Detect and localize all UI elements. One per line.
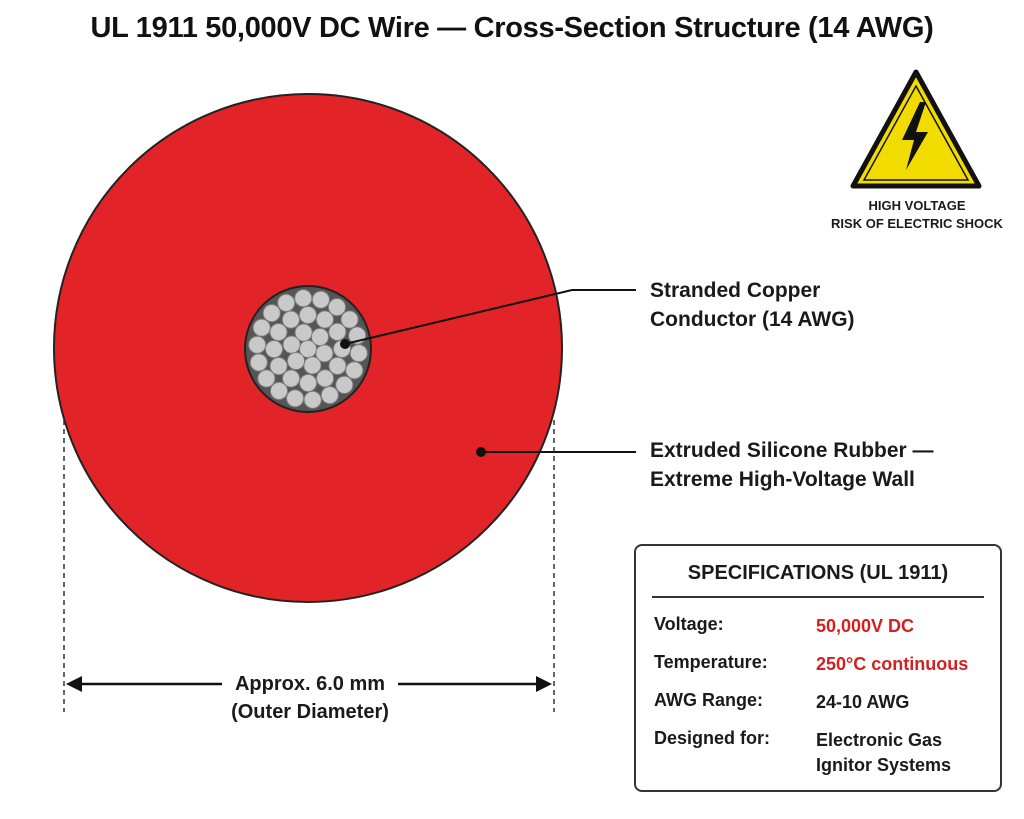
conductor-label-line-1: Stranded Copper — [650, 279, 821, 302]
copper-strand — [269, 357, 288, 376]
spec-value-line-2: Ignitor Systems — [816, 755, 952, 775]
copper-strand — [299, 373, 318, 393]
spec-value: 24-10 AWG — [816, 692, 910, 712]
copper-strand — [349, 344, 368, 363]
conductor-label: Stranded Copper Conductor (14 AWG) — [650, 276, 855, 334]
diameter-label-line-2: (Outer Diameter) — [231, 701, 389, 723]
copper-strand — [294, 323, 313, 342]
copper-strand — [315, 310, 334, 329]
spec-value-line-1: Electronic Gas — [816, 730, 943, 750]
copper-strand — [298, 305, 317, 325]
spec-key: Voltage: — [654, 614, 724, 634]
copper-strand — [311, 290, 330, 309]
copper-strand — [327, 298, 347, 317]
page-title: UL 1911 50,000V DC Wire — Cross-Section … — [90, 12, 934, 44]
copper-strand — [328, 356, 347, 375]
diameter-label-line-1: Approx. 6.0 mm — [234, 673, 386, 695]
copper-strand — [303, 356, 322, 375]
copper-strand — [335, 375, 354, 394]
copper-strand — [252, 318, 271, 337]
copper-strand — [248, 335, 267, 354]
copper-strand — [277, 293, 296, 312]
specifications-panel: SPECIFICATIONS (UL 1911) Voltage: 50,000… — [634, 544, 1002, 792]
spec-value: 250°C continuous — [816, 654, 969, 674]
insulation-label-line-1: Extruded Silicone Rubber — — [650, 439, 934, 462]
copper-strand — [282, 335, 301, 354]
copper-strand — [269, 323, 288, 342]
spec-key: Designed for: — [654, 728, 771, 748]
lightning-bolt-icon — [902, 102, 928, 170]
copper-strand — [264, 340, 284, 359]
copper-strand — [282, 369, 301, 388]
conductor-label-line-2: Conductor (14 AWG) — [650, 308, 855, 331]
copper-strand — [262, 304, 281, 323]
insulation-label-line-2: Extreme High-Voltage Wall — [650, 468, 915, 491]
copper-strand — [249, 353, 268, 372]
copper-strand — [286, 389, 305, 408]
copper-strand — [269, 381, 289, 400]
spec-key: AWG Range: — [654, 690, 764, 710]
conductor-strands — [248, 289, 368, 409]
copper-strand — [320, 386, 339, 405]
spec-value: 50,000V DC — [816, 616, 915, 636]
spec-value: Electronic Gas Ignitor Systems — [816, 728, 951, 778]
insulation-leader-dot — [476, 447, 486, 457]
copper-strand — [294, 289, 313, 308]
insulation-label: Extruded Silicone Rubber — Extreme High-… — [650, 436, 934, 494]
copper-strand — [345, 361, 364, 380]
conductor-leader-dot — [340, 339, 350, 349]
copper-strand — [257, 369, 276, 388]
spec-key: Temperature: — [654, 652, 768, 672]
conductor-leader-line — [344, 289, 636, 345]
warning-line-2: RISK OF ELECTRIC SHOCK — [831, 216, 1003, 231]
copper-strand — [303, 390, 322, 409]
warning-label: HIGH VOLTAGE RISK OF ELECTRIC SHOCK — [820, 197, 1014, 233]
diameter-label: Approx. 6.0 mm (Outer Diameter) — [210, 670, 410, 726]
copper-strand — [310, 327, 330, 347]
copper-strand — [340, 310, 359, 329]
arrowhead-left-icon — [66, 676, 82, 692]
high-voltage-warning-icon — [850, 69, 982, 189]
copper-strand — [316, 369, 335, 388]
copper-strand — [328, 322, 347, 341]
arrowhead-right-icon — [536, 676, 552, 692]
specifications-title: SPECIFICATIONS (UL 1911) — [687, 562, 949, 584]
copper-strand — [281, 310, 300, 329]
specifications-divider — [652, 596, 984, 598]
copper-strand — [286, 351, 306, 371]
warning-line-1: HIGH VOLTAGE — [868, 198, 966, 213]
